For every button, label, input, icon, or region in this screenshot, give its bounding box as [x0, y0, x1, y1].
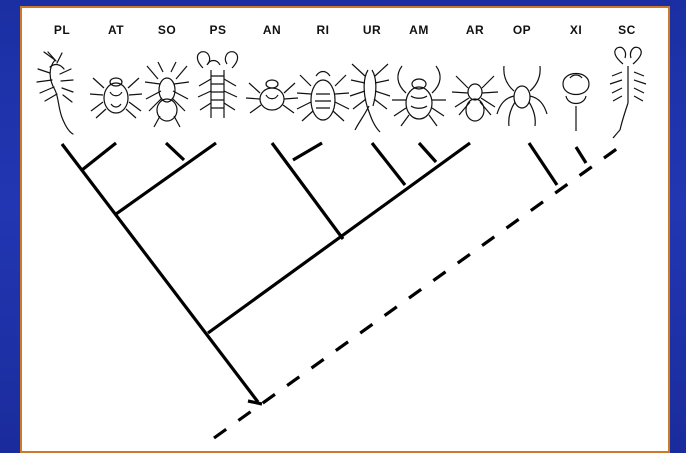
ur-stem: [370, 142, 407, 186]
am-stem: [417, 141, 438, 164]
taxon-label-op: OP: [512, 23, 532, 37]
taxon-label-ur: UR: [362, 23, 382, 37]
taxon-label-at: AT: [107, 23, 125, 37]
main-left-branch: [60, 143, 260, 403]
pl-at-branch: [81, 141, 117, 172]
so-ps-branch: [115, 141, 217, 216]
bottom-notch: [247, 399, 263, 406]
op-stem: [527, 142, 559, 186]
taxon-label-pl: PL: [53, 23, 71, 37]
taxon-label-sc: SC: [618, 23, 636, 37]
taxon-label-an: AN: [262, 23, 282, 37]
right-main-branch: [207, 141, 471, 335]
taxon-label-so: SO: [157, 23, 177, 37]
taxon-label-ri: RI: [316, 23, 330, 37]
so-stem: [164, 141, 186, 162]
ri-stem: [292, 141, 323, 162]
taxon-label-ar: AR: [465, 23, 485, 37]
basal-dashed-branch: [213, 141, 626, 440]
an-stem: [270, 142, 345, 240]
taxon-label-am: AM: [409, 23, 429, 37]
taxon-label-xi: XI: [569, 23, 583, 37]
taxon-label-ps: PS: [209, 23, 227, 37]
xi-stem: [574, 146, 588, 164]
